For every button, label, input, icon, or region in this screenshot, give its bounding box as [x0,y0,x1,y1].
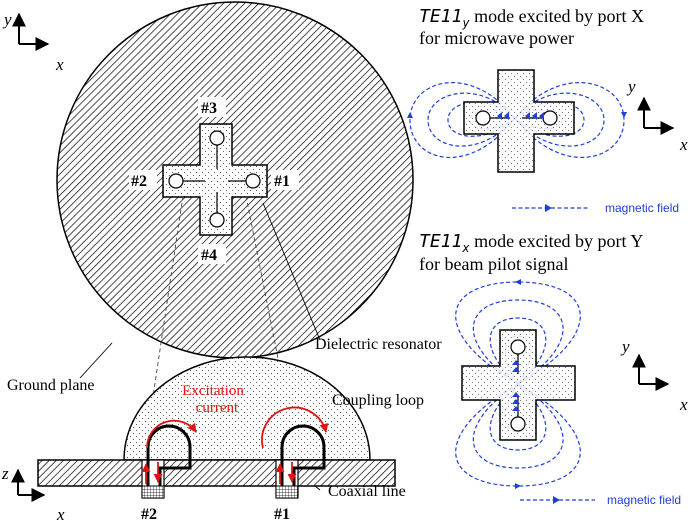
port1-label: #1 [274,173,290,190]
ground-plane-bar [37,459,396,487]
mode-bottom-panel: TE11x mode excited by port Y for beam pi… [419,231,688,507]
port4-label: #4 [201,247,217,264]
port2-label: #2 [131,173,147,190]
side-view: Excitation current #2 #1 [37,356,396,523]
axis-y-label-rb: y [620,337,630,356]
port1-side-label: #1 [274,506,290,523]
label-dielectric-resonator: Dielectric resonator [315,336,442,353]
port3-label-bg [198,97,226,117]
axes-bottom-left: z x [1,464,65,524]
port1-label-bg [271,170,299,190]
top-view: #3 #4 #2 #1 [56,1,414,359]
loop-side-1 [280,424,326,486]
mode-top-panel: TE11y mode excited by port X for microwa… [407,6,688,215]
label-coaxial-line: Coaxial line [328,483,406,500]
port3-label: #3 [201,100,217,117]
axis-x-label: x [55,55,64,74]
port2-side-label: #2 [141,506,157,523]
dielectric-cross-top [162,123,268,236]
axis-y-label-rt: y [626,77,636,96]
legend-top: magnetic field [605,201,679,215]
dielectric-cross-mode-bottom [461,329,576,441]
mode-bottom-title: TE11x mode excited by port Y [419,231,643,255]
loop-1 [245,173,261,189]
axis-x-label-rb: x [679,395,688,414]
legend-bottom: magnetic field [607,493,681,507]
loop-3 [209,130,225,146]
excitation-label-2: current [196,400,239,416]
axis-y-label: y [2,10,12,29]
port4-label-bg [198,244,226,264]
loop-2 [168,173,184,189]
loop-4 [209,212,225,228]
excitation-label-1: Excitation [182,383,244,399]
label-coupling-loop: Coupling loop [332,392,424,409]
axis-x-label-bottom: x [56,505,65,524]
axis-x-label-rt: x [679,135,688,154]
axis-z-label: z [1,464,9,483]
label-ground-plane: Ground plane [7,377,95,394]
axes-top-left: y x [2,10,64,74]
dielectric-cross-mode-top [463,69,575,173]
mode-top-line2: for microwave power [419,28,574,48]
mode-bottom-line2: for beam pilot signal [419,254,568,274]
port2-label-bg [129,170,157,190]
mode-top-title: TE11y mode excited by port X [419,6,644,30]
loop-side-2 [146,424,192,486]
